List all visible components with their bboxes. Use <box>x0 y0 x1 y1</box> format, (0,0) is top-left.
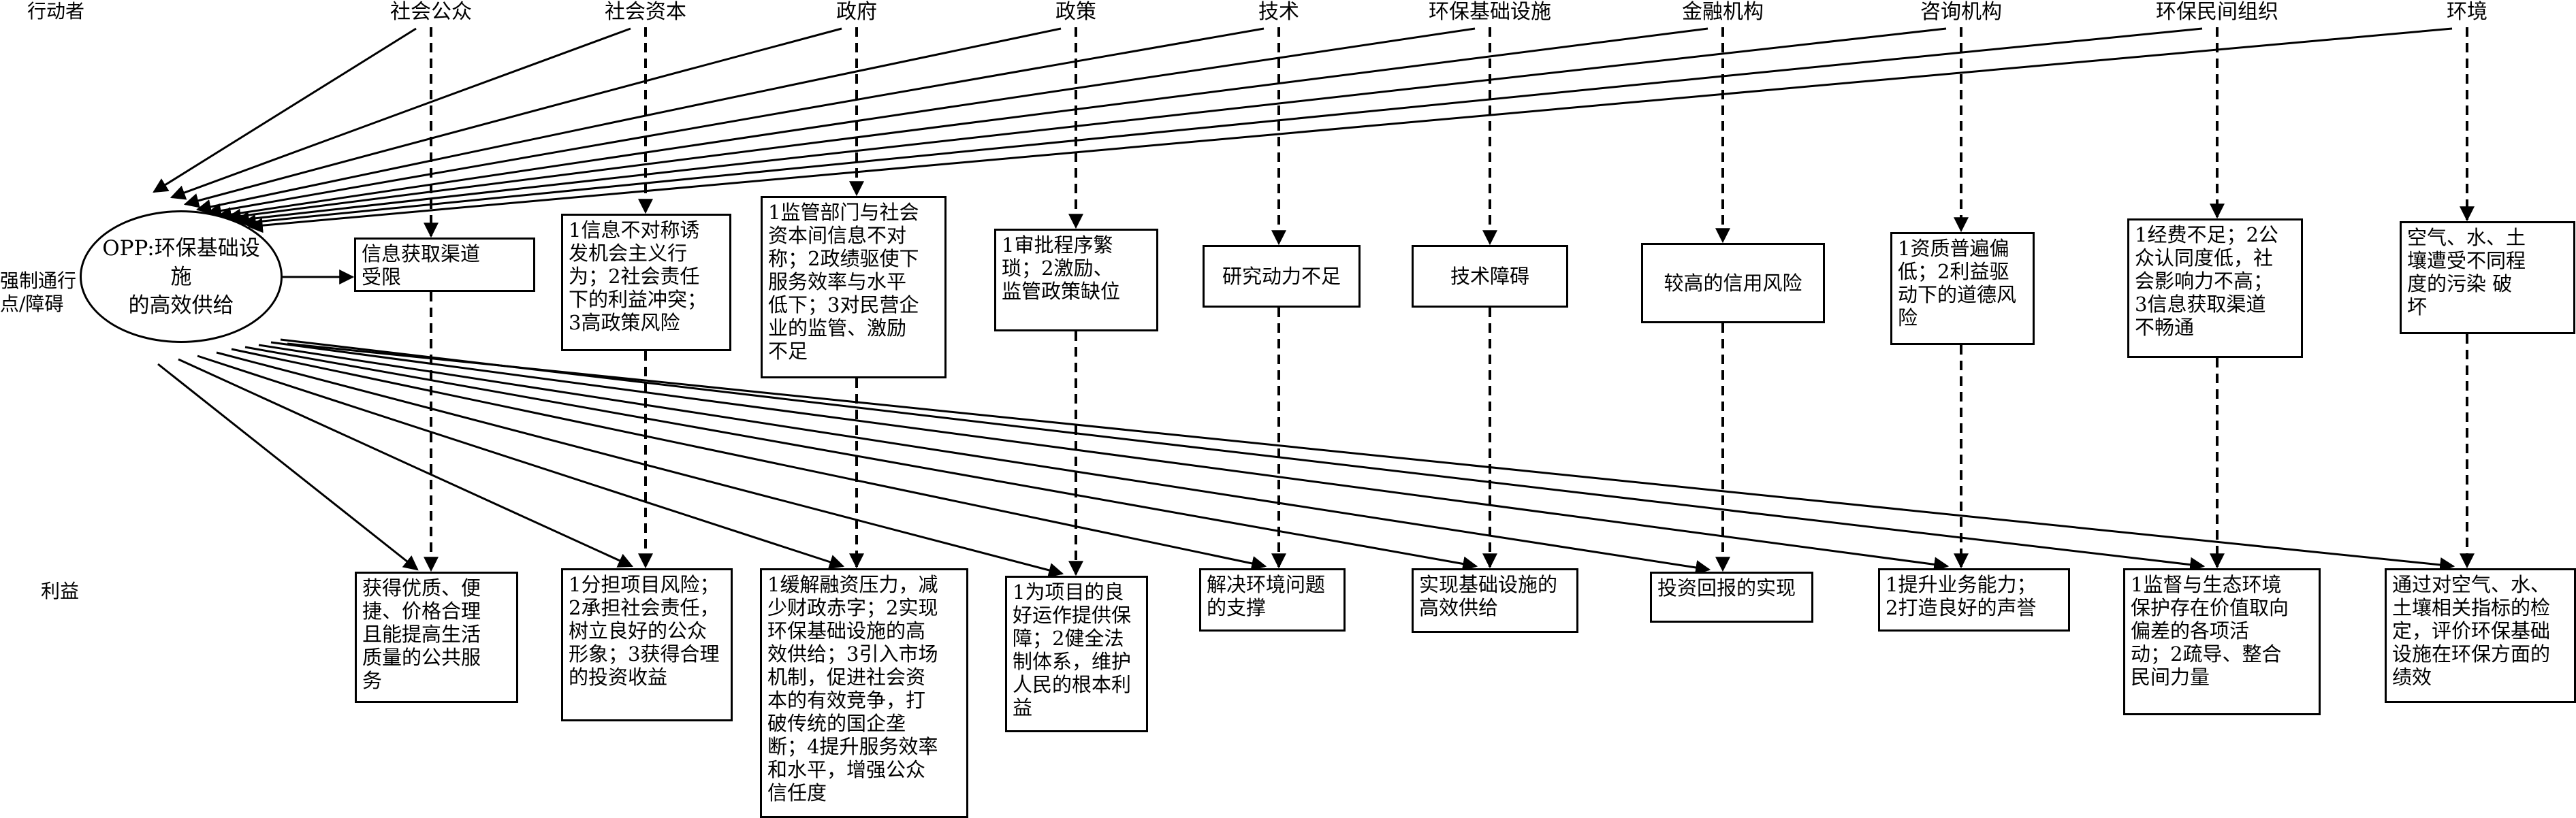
barrier-text: 信息获取渠道 受限 <box>362 242 481 289</box>
barrier-box: 空气、水、土 壤遭受不同程 度的污染 破 坏 <box>2400 221 2575 334</box>
actor-label: 环境 <box>2447 0 2487 24</box>
benefit-text: 1缓解融资压力，减 少财政赤字；2实现 环保基础设施的高 效供给；3引入市场 机… <box>767 573 938 804</box>
actor-label: 社会资本 <box>605 0 686 24</box>
actor-to-opp-arrow <box>153 27 417 193</box>
barrier-box: 较高的信用风险 <box>1641 243 1825 323</box>
actor-label: 政策 <box>1055 0 1096 24</box>
benefit-text: 1为项目的良 好运作提供保 障；2健全法 制体系，维护 人民的根本利 益 <box>1013 580 1132 719</box>
actor-label: 政府 <box>836 0 877 24</box>
opp-to-benefit-arrow <box>258 344 1711 575</box>
opp-to-benefit-arrow <box>280 338 2206 572</box>
row-label-opp-barriers: 强制通行 点/障碍 <box>0 269 77 315</box>
barrier-box: 技术障碍 <box>1412 245 1568 308</box>
actor-label: 技术 <box>1258 0 1299 24</box>
actor-to-opp-arrow <box>183 27 842 208</box>
barrier-text: 技术障碍 <box>1450 265 1529 288</box>
actor-label: 环保民间组织 <box>2156 0 2278 24</box>
benefit-box: 1监督与生态环境 保护存在价值取向 偏差的各项活 动；2疏导、整合 民间力量 <box>2123 568 2321 715</box>
barrier-box: 信息获取渠道 受限 <box>354 238 535 292</box>
benefit-box: 1提升业务能力； 2打造良好的声誉 <box>1878 568 2070 632</box>
actor-to-opp-arrow <box>195 27 1062 214</box>
actor-to-opp-arrow <box>247 27 2453 233</box>
barrier-text: 1信息不对称诱 发机会主义行 为；2社会责任 下的利益冲突； 3高政策风险 <box>569 218 707 334</box>
actor-to-opp-arrow <box>216 27 1476 222</box>
benefit-box: 投资回报的实现 <box>1650 572 1813 623</box>
actor-label: 环保基础设施 <box>1429 0 1551 24</box>
barrier-box: 1监管部门与社会 资本间信息不对 称；2政绩驱使下 服务效率与水平 低下；3对民… <box>761 196 947 378</box>
benefit-text: 解决环境问题 的支撑 <box>1207 573 1326 619</box>
row-label-benefits: 利益 <box>41 580 80 602</box>
barrier-text: 空气、水、土 壤遭受不同程 度的污染 破 坏 <box>2407 226 2526 318</box>
benefit-box: 通过对空气、水、 土壤相关指标的检 定，评价环保基础 设施在环保方面的 绩效 <box>2385 568 2576 703</box>
barrier-text: 1审批程序繁 琐；2激励、 监管政策缺位 <box>1002 233 1121 303</box>
benefit-text: 通过对空气、水、 土壤相关指标的检 定，评价环保基础 设施在环保方面的 绩效 <box>2392 573 2551 689</box>
actor-label: 咨询机构 <box>1920 0 2002 24</box>
actor-to-opp-arrow <box>240 27 2203 229</box>
opp-to-benefit-arrow <box>287 342 2455 572</box>
row-label-actors: 行动者 <box>27 0 85 22</box>
benefit-text: 实现基础设施的 高效供给 <box>1419 573 1558 619</box>
barrier-box: 1信息不对称诱 发机会主义行 为；2社会责任 下的利益冲突； 3高政策风险 <box>561 214 731 351</box>
actor-to-opp-arrow <box>170 27 631 200</box>
barrier-text: 1经费不足；2公 众认同度低，社 会影响力不高； 3信息获取渠道 不畅通 <box>2135 223 2278 339</box>
barrier-box: 1资质普遍偏 低；2利益驱 动下的道德风 险 <box>1890 232 2035 345</box>
actor-to-opp-arrow <box>234 27 1947 227</box>
barrier-box: 研究动力不足 <box>1203 245 1361 308</box>
actor-to-opp-arrow <box>206 27 1265 218</box>
benefit-text: 1分担项目风险； 2承担社会责任， 树立良好的公众 形象；3获得合理 的投资收益 <box>569 573 720 689</box>
benefit-text: 1提升业务能力； 2打造良好的声誉 <box>1886 573 2037 619</box>
benefit-text: 获得优质、便 捷、价格合理 且能提高生活 质量的公共服 务 <box>362 576 481 692</box>
actor-label: 金融机构 <box>1682 0 1764 24</box>
barrier-text: 研究动力不足 <box>1222 265 1341 288</box>
opp-to-benefit-arrow <box>244 346 1478 572</box>
benefit-text: 1监督与生态环境 保护存在价值取向 偏差的各项活 动；2疏导、整合 民间力量 <box>2131 573 2289 689</box>
barrier-text: 1监管部门与社会 资本间信息不对 称；2政绩驱使下 服务效率与水平 低下；3对民… <box>768 201 919 363</box>
actor-label: 社会公众 <box>390 0 472 24</box>
opp-to-benefit-arrow <box>216 351 1064 578</box>
opp-to-benefit-arrow <box>178 358 634 568</box>
benefit-box: 1为项目的良 好运作提供保 障；2健全法 制体系，维护 人民的根本利 益 <box>1005 576 1148 732</box>
benefit-box: 实现基础设施的 高效供给 <box>1412 568 1578 633</box>
benefit-box: 解决环境问题 的支撑 <box>1199 568 1346 632</box>
benefit-box: 1缓解融资压力，减 少财政赤字；2实现 环保基础设施的高 效供给；3引入市场 机… <box>760 568 968 818</box>
benefit-box: 获得优质、便 捷、价格合理 且能提高生活 质量的公共服 务 <box>355 572 518 703</box>
barrier-text: 1资质普遍偏 低；2利益驱 动下的道德风 险 <box>1898 237 2017 329</box>
benefit-box: 1分担项目风险； 2承担社会责任， 树立良好的公众 形象；3获得合理 的投资收益 <box>561 568 733 721</box>
opp-to-benefit-arrow <box>157 363 419 571</box>
barrier-text: 较高的信用风险 <box>1664 272 1802 295</box>
opp-to-benefit-arrow <box>231 348 1267 571</box>
opp-to-benefit-arrow <box>197 355 845 570</box>
barrier-box: 1经费不足；2公 众认同度低，社 会影响力不高； 3信息获取渠道 不畅通 <box>2127 218 2303 358</box>
actor-to-opp-arrow <box>225 27 1708 224</box>
opp-node: OPP:环保基础设施 的高效供给 <box>80 210 283 343</box>
barrier-box: 1审批程序繁 琐；2激励、 监管政策缺位 <box>994 229 1158 331</box>
benefit-text: 投资回报的实现 <box>1657 576 1796 600</box>
opp-to-benefit-arrow <box>270 341 1950 572</box>
